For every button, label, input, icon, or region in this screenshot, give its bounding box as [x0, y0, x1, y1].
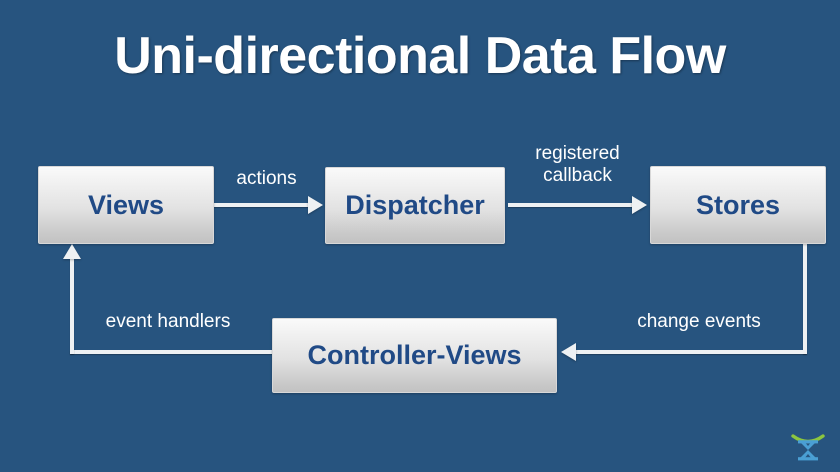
edge-arrowhead-views-dispatcher	[308, 196, 323, 214]
edge-line-stores-down	[803, 244, 807, 354]
edge-line-controller-left	[70, 350, 274, 354]
node-views-label: Views	[87, 189, 165, 220]
x-arc-logo	[789, 428, 827, 466]
node-dispatcher-label: Dispatcher	[345, 190, 485, 220]
edge-label-change-events: change events	[637, 311, 761, 332]
node-controller[interactable]: Controller-Views	[272, 318, 557, 393]
node-stores[interactable]: Stores	[650, 166, 826, 244]
edge-arrowhead-controller-views	[63, 244, 81, 259]
node-stores-label: Stores	[695, 189, 781, 220]
edge-label-actions: actions	[236, 168, 297, 189]
node-views[interactable]: Views	[38, 166, 214, 244]
node-controller-views-label: Controller-Views	[307, 340, 522, 370]
edge-arrowhead-stores-controller	[561, 343, 576, 361]
node-dispatcher[interactable]: Dispatcher	[325, 167, 505, 244]
edge-arrowhead-dispatcher-stores	[632, 196, 647, 214]
edge-line-stores-controller	[576, 350, 807, 354]
edge-label-registered-callback: registered callback	[535, 143, 620, 186]
edge-line-controller-views-up	[70, 258, 74, 354]
page-title: Uni-directional Data Flow	[114, 27, 726, 85]
edge-line-dispatcher-stores	[508, 203, 634, 207]
edge-line-views-dispatcher	[214, 203, 310, 207]
edge-label-event-handlers: event handlers	[105, 311, 231, 332]
